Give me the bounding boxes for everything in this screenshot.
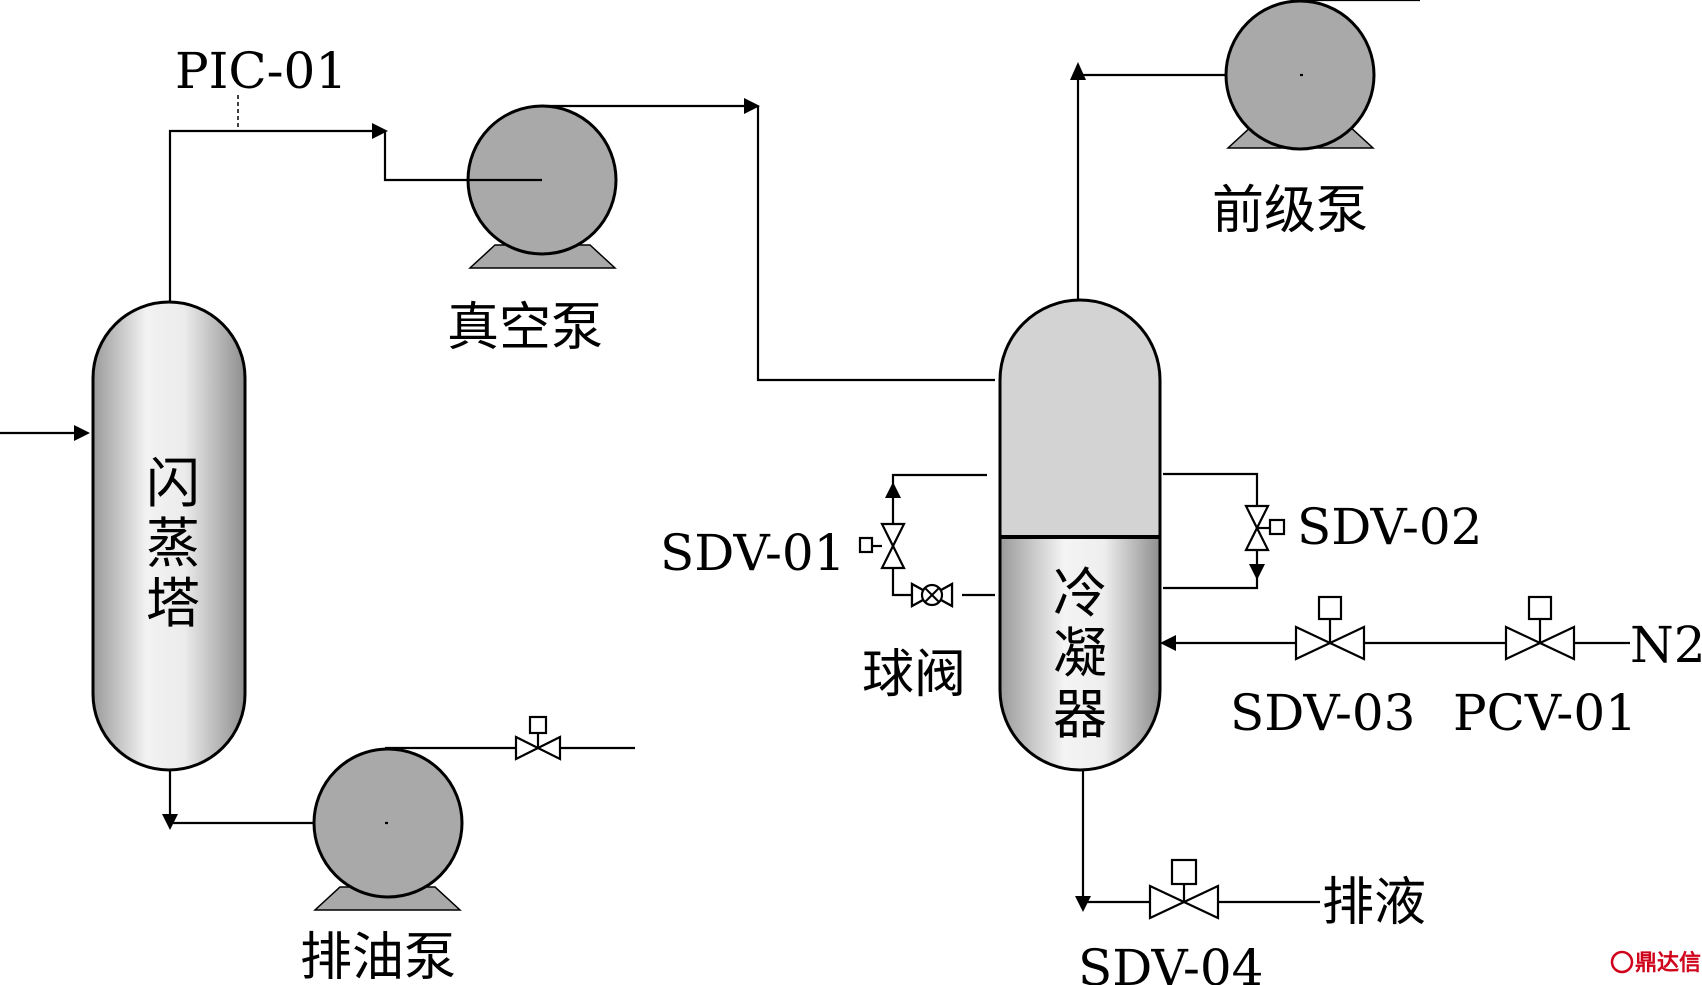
condenser-char-2: 凝	[1053, 622, 1107, 685]
flash-tower-char-3: 塔	[146, 572, 200, 635]
sdv-04-valve-icon	[1148, 858, 1220, 920]
condenser-char-1: 冷	[1053, 562, 1107, 625]
vacuum-pump-label: 真空泵	[447, 298, 603, 358]
pcv-01-label: PCV-01	[1453, 684, 1637, 742]
fore-pump-label: 前级泵	[1212, 181, 1368, 241]
watermark-logo: 鼎达信	[1610, 950, 1701, 976]
flash-tower-char-2: 蒸	[146, 512, 200, 575]
sdv-02-label: SDV-02	[1297, 498, 1483, 556]
sdv-03-valve-icon	[1294, 595, 1366, 661]
sdv-03-label: SDV-03	[1230, 684, 1416, 742]
flash-tower-char-1: 闪	[146, 452, 200, 515]
watermark-text: 鼎达信	[1635, 950, 1701, 976]
sdv-01-label: SDV-01	[660, 524, 846, 582]
oil-pump-label: 排油泵	[300, 928, 456, 985]
oil-pump	[312, 747, 464, 911]
vacuum-pump	[466, 104, 618, 269]
ball-valve-icon	[910, 582, 954, 608]
oil-outlet-valve-icon	[514, 715, 562, 761]
labels: PIC-01 真空泵 前级泵 排油泵 SDV-01 SDV-02 SDV-03 …	[175, 42, 1702, 985]
ball-valve-label: 球阀	[862, 645, 966, 705]
drain-label: 排液	[1322, 873, 1426, 933]
pcv-01-valve-icon	[1504, 595, 1576, 661]
sdv-02-valve-icon	[1244, 504, 1286, 552]
sdv-01-valve-icon	[858, 522, 906, 570]
pump-inner-lines	[385, 73, 1303, 825]
flash-tower: 闪 蒸 塔	[91, 300, 247, 772]
sdv-04-label: SDV-04	[1078, 939, 1264, 985]
pic-01-label: PIC-01	[175, 42, 347, 100]
condenser: 冷 凝 器	[998, 298, 1162, 772]
n2-label: N2	[1630, 616, 1702, 674]
condenser-char-3: 器	[1053, 683, 1107, 746]
